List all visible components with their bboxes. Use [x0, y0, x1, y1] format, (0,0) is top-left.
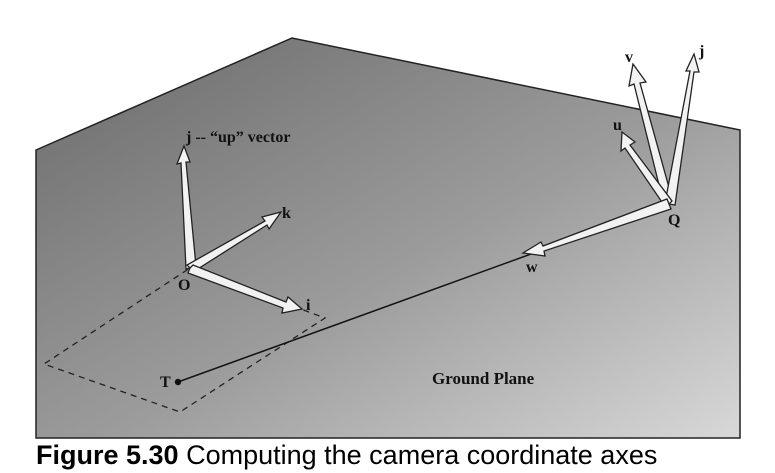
- j-up-arrow: [175, 144, 197, 270]
- label-w: w: [526, 259, 538, 276]
- camera-axes: [521, 52, 700, 257]
- label-k: k: [282, 205, 291, 222]
- u-arrow: [620, 130, 673, 210]
- label-j-camera: j: [698, 43, 704, 60]
- label-v: v: [625, 49, 633, 66]
- label-u: u: [613, 117, 622, 134]
- label-o: O: [178, 277, 190, 294]
- label-j-up: j -- “up” vector: [185, 129, 290, 146]
- w-arrow: [521, 198, 672, 257]
- label-t: T: [160, 374, 171, 391]
- label-i: i: [306, 297, 311, 314]
- figure-caption: Figure 5.30 Computing the camera coordin…: [36, 438, 775, 473]
- dashed-projection-outline: [42, 267, 327, 413]
- i-arrow: [187, 264, 304, 314]
- camera-coordinate-diagram: j -- “up” vector k i O T v j u Q w Groun…: [35, 37, 741, 439]
- caption-text: Computing the camera coordinate axes: [186, 440, 658, 470]
- j-camera-arrow: [664, 52, 700, 206]
- label-q: Q: [668, 212, 680, 229]
- v-arrow: [628, 62, 674, 206]
- target-point: [174, 378, 182, 386]
- origin-axes: [175, 144, 304, 314]
- figure-number: Figure 5.30: [36, 440, 179, 470]
- ground-plane-surface: [35, 37, 741, 439]
- k-arrow: [185, 210, 283, 273]
- label-ground-plane: Ground Plane: [432, 369, 535, 388]
